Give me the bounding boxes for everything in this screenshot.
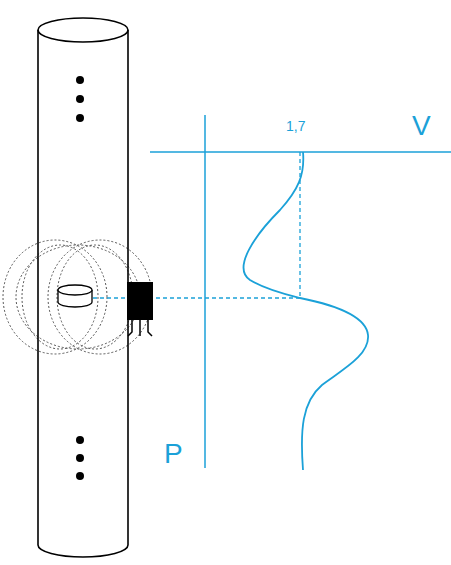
hall-sensor — [127, 282, 153, 336]
magnet — [58, 285, 92, 307]
value-label: 1,7 — [286, 119, 305, 133]
dashed-line — [299, 152, 300, 298]
continuation-dots — [76, 76, 84, 480]
dashed-line — [93, 297, 300, 298]
signal-curve — [244, 152, 369, 470]
tube — [38, 18, 128, 557]
field-lines — [3, 240, 152, 354]
axis-label: P — [164, 440, 183, 468]
axes — [150, 115, 451, 468]
axis-label: V — [412, 112, 431, 140]
